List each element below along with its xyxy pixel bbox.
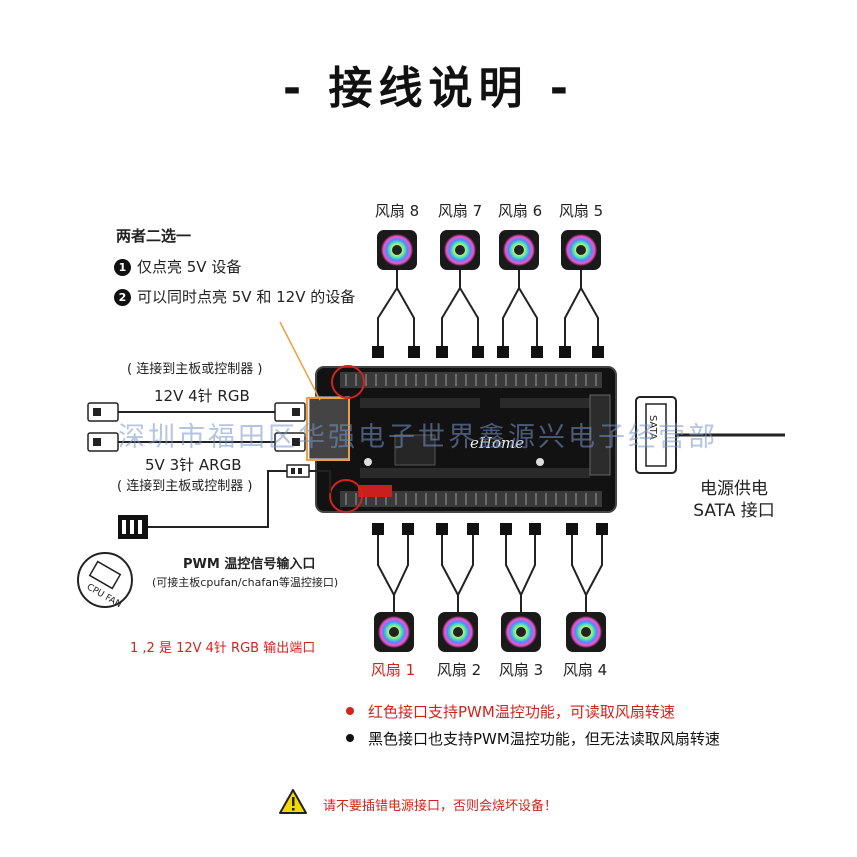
sata-label: SATA 接口 [693, 501, 775, 521]
black-dot-icon [346, 734, 354, 742]
connection-note-bottom: ( 连接到主板或控制器 ) [117, 479, 253, 494]
choice-heading: 两者二选一 [116, 227, 192, 245]
board-logo: eHome [470, 434, 524, 452]
cpu-fan-icon: CPU FAN [77, 552, 133, 610]
argb5-label: 5V 3针 ARGB [145, 456, 242, 474]
sata-connector: SATA [635, 396, 785, 474]
port-note: 1 ,2 是 12V 4针 RGB 输出端口 [130, 641, 316, 656]
connection-note-top: ( 连接到主板或控制器 ) [127, 362, 263, 377]
fan-label-8: 风扇 8 [374, 202, 420, 220]
fan-label-7: 风扇 7 [437, 202, 483, 220]
fan-icon [566, 612, 606, 652]
fan-icon [440, 230, 480, 270]
note-black-port: 黑色接口也支持PWM温控功能，但无法读取风扇转速 [346, 728, 720, 749]
number-badge: 2 [114, 289, 131, 306]
fan-plugs-top [372, 346, 604, 358]
fan-cables-top [377, 270, 599, 348]
note-red-port: 红色接口支持PWM温控功能，可读取风扇转速 [346, 701, 675, 722]
watermark: 深圳市福田区华强电子世界鑫源兴电子经营部 [118, 422, 718, 453]
argb5-cable [87, 432, 306, 452]
fan-label-5: 风扇 5 [558, 202, 604, 220]
fan-icon [377, 230, 417, 270]
red-dot-icon [346, 707, 354, 715]
fan-label-1: 风扇 1 [370, 661, 416, 679]
page-title: - 接线说明 - [282, 63, 575, 114]
fan-icon [374, 612, 414, 652]
fan-icon [501, 612, 541, 652]
fan-icon [561, 230, 601, 270]
pwm-title: PWM 温控信号输入口 [183, 557, 316, 572]
warning-text: 请不要插错电源接口，否则会烧坏设备！ [323, 799, 558, 814]
fan-label-2: 风扇 2 [436, 661, 482, 679]
pwm-cable [118, 464, 331, 539]
warning-icon [279, 789, 307, 814]
fan-label-6: 风扇 6 [497, 202, 543, 220]
rgb12-label: 12V 4针 RGB [154, 387, 250, 405]
hub-board: eHome [306, 365, 617, 513]
number-badge: 1 [114, 259, 131, 276]
fan-icon [499, 230, 539, 270]
fan-plugs-bottom [372, 523, 608, 535]
svg-text:SATA: SATA [647, 415, 658, 440]
fan-label-4: 风扇 4 [562, 661, 608, 679]
rgb12-cable [87, 402, 306, 422]
fan-label-3: 风扇 3 [498, 661, 544, 679]
fan-cables-bottom [377, 535, 603, 613]
callout-line [279, 321, 321, 401]
power-label: 电源供电 [700, 479, 768, 499]
fan-icon [438, 612, 478, 652]
pwm-note: (可接主板cpufan/chafan等温控接口) [152, 576, 339, 589]
